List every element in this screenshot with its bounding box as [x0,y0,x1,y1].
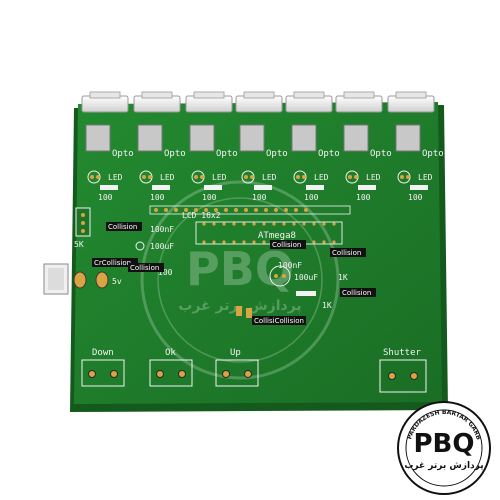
channel-6: Opto LED 100 [343,124,392,202]
channel-7: Opto LED 100 [395,124,444,202]
svg-text:Collision: Collision [108,223,137,231]
collision-tags: Collision Collision CrCollision Collisio… [92,222,376,325]
watermark-center-logo: PBQ پردازش برتر غرب [178,242,301,314]
opto-label: Opto [370,149,392,159]
mcu-label: ATmega8 [258,231,296,241]
cap-100uf-label: 100uF [150,242,174,251]
connector-3 [185,91,233,113]
svg-text:CollisiCollision: CollisiCollision [254,317,304,325]
collision-tag-5: Collision [330,248,366,257]
button-down: Down [81,348,125,387]
led-label: LED [160,173,175,182]
power-jack [43,263,109,295]
opto-channels: Opto LED 100 Opto LED 100 Opto LED [85,124,444,202]
led-label: LED [212,173,227,182]
opto-connectors [81,91,435,113]
logo-brand: PBQ [414,429,475,459]
collision-tag-6: Collision [340,288,376,297]
res-1k-label: 1K [338,273,348,282]
logo-tagline: پردازش برتر غرب [404,461,483,471]
connector-5 [285,91,333,113]
cap-100nf-label: 100nF [150,225,174,234]
resistor-100-label: 100 [158,268,173,277]
svg-text:Collision: Collision [272,241,301,249]
channel-5: Opto LED 100 [291,124,340,202]
lcd-header: LCD 16x2 [149,205,351,220]
collision-tag-3: CrCollision [92,258,138,267]
opto-label: Opto [266,149,288,159]
led-label: LED [366,173,381,182]
button-ok: Ok [149,348,193,387]
left-passives: 5K 100nF 100uF 100 5v [74,207,174,286]
push-buttons: Down Ok Up Shutter [81,348,427,393]
opto-label: Opto [422,149,444,159]
right-passives: 100uF 100nF 1K 1K [236,261,348,318]
led-label: LED [262,173,277,182]
connector-2 [133,91,181,113]
resistor-label: 100 [202,193,217,202]
svg-text:Collision: Collision [130,264,159,272]
channel-3: Opto LED 100 [189,124,238,202]
mcu-atmega8: ATmega8 [195,221,343,245]
collision-tag-4: Collision [128,263,164,272]
opto-label: Opto [112,149,134,159]
button-shutter-label: Shutter [383,348,422,358]
led-label: LED [314,173,329,182]
resistor-label: 100 [252,193,267,202]
resistor-label: 100 [98,193,113,202]
channel-1: Opto LED 100 [85,124,134,202]
button-shutter: Shutter [379,348,427,393]
connector-6 [335,91,383,113]
watermark-brand: PBQ [186,242,294,296]
lcd-label: LCD 16x2 [182,211,221,220]
button-ok-label: Ok [165,348,176,358]
collision-tag-2: Collision [270,240,306,249]
svg-text:Collision: Collision [332,249,361,257]
button-up-label: Up [230,348,241,358]
connector-7 [387,91,435,113]
connector-4 [235,91,283,113]
led-label: LED [108,173,123,182]
resistor-label: 100 [356,193,371,202]
collision-tag-7: CollisiCollision [252,316,306,325]
resistor-label: 100 [304,193,319,202]
pbq-logo: PBQ پردازش برتر غرب PARDAZESH BARTAR GAR… [397,401,491,495]
channel-4: Opto LED 100 [239,124,288,202]
cap-100nf-2-label: 100nF [278,261,302,270]
cap-100uf-2-label: 100uF [294,273,318,282]
opto-label: Opto [164,149,186,159]
res-1k-2-label: 1K [322,301,332,310]
svg-text:Collision: Collision [342,289,371,297]
led-label: LED [418,173,433,182]
watermark-ring [140,180,340,380]
button-up: Up [215,348,259,387]
connector-1 [81,91,129,113]
opto-label: Opto [318,149,340,159]
resistor-label: 100 [150,193,165,202]
pot-label: 5K [74,240,84,249]
power-5v-label: 5v [112,277,122,286]
resistor-label: 100 [408,193,423,202]
collision-tag-1: Collision [106,222,142,231]
button-down-label: Down [92,348,114,358]
svg-text:CrCollision: CrCollision [94,259,131,267]
opto-label: Opto [216,149,238,159]
channel-2: Opto LED 100 [137,124,186,202]
